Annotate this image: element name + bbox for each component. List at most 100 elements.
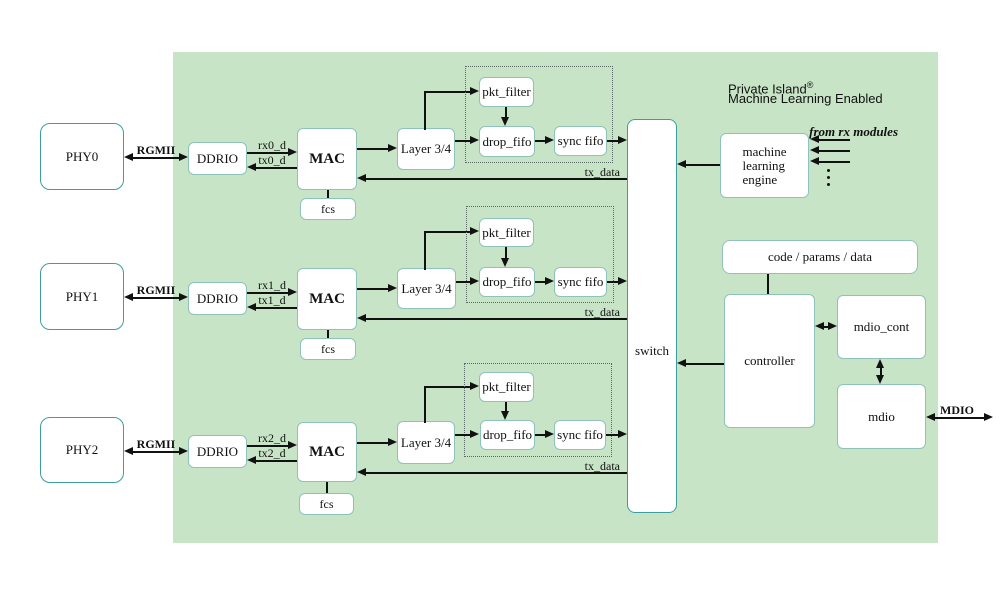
tx-data-label: tx1_d: [258, 293, 286, 307]
tx-line: [256, 167, 297, 169]
fcs-label: fcs: [319, 496, 334, 511]
drop-fifo-label: drop_fifo: [482, 427, 533, 442]
fcs-label: fcs: [321, 341, 335, 356]
rgmii-arrowhead-right: [179, 153, 188, 161]
mdiocont-mdio-arrowhead-up: [876, 359, 884, 368]
rx-line: [247, 292, 289, 294]
mac-layer-arrowhead: [388, 284, 397, 292]
rx-data-label: rx1_d: [258, 278, 286, 292]
layer-drop-line: [455, 434, 471, 436]
phy1-label: PHY1: [65, 288, 99, 304]
layer34-label: Layer 3/4: [400, 434, 452, 450]
tx-data-bus-label: tx_data: [584, 459, 620, 473]
sync-fifo-block: sync fifo: [554, 126, 607, 156]
layer-pktfilter-riser: [424, 231, 426, 270]
layer-pktfilter-arrowhead: [470, 382, 479, 390]
dot: [827, 176, 830, 179]
mac-block: MAC: [297, 422, 357, 482]
drop-sync-arrowhead: [545, 136, 554, 144]
drop-sync-arrowhead: [545, 277, 554, 285]
sync-switch-line: [607, 281, 619, 283]
tx-data-bus-label: tx_data: [584, 305, 620, 319]
phy2-label: PHY2: [65, 442, 99, 457]
sync-fifo-block: sync fifo: [554, 420, 606, 450]
mdio-block: mdio: [837, 384, 926, 449]
pkt-filter-block: pkt_filter: [479, 218, 534, 247]
txdata-arrowhead: [357, 314, 366, 322]
from-rx-modules-label: from rx modules: [809, 124, 898, 139]
drop-fifo-label: drop_fifo: [482, 133, 532, 149]
controller-mdiocont-shaft: [823, 326, 829, 328]
mdio-bus-arrowhead-left: [926, 413, 935, 421]
pkt-filter-block: pkt_filter: [479, 372, 534, 402]
code-params-data-block: code / params / data: [722, 240, 918, 274]
controller-switch-arrowhead: [677, 359, 686, 367]
mac-fcs-connector: [327, 190, 329, 198]
drop-fifo-label: drop_fifo: [482, 274, 532, 289]
machine-learning-engine-label: machine learning engine: [742, 143, 787, 187]
rgmii-arrow-shaft: [132, 297, 180, 299]
registered-mark: ®: [806, 80, 814, 90]
drop-sync-line: [535, 281, 546, 283]
mdiocont-mdio-arrowhead-down: [876, 375, 884, 384]
rx-module-arrowhead: [810, 135, 819, 143]
controller-mdiocont-arrowhead-left: [815, 322, 824, 330]
mdio-cont-block: mdio_cont: [837, 295, 926, 359]
pkt-drop-arrowhead: [501, 258, 509, 267]
pkt-filter-label: pkt_filter: [482, 224, 531, 240]
pkt-filter-label: pkt_filter: [482, 379, 531, 394]
switch-label: switch: [635, 343, 669, 358]
layer34-block: Layer 3/4: [397, 268, 456, 309]
ddrio-label: DDRIO: [196, 290, 239, 306]
tx-arrowhead: [247, 163, 256, 171]
rgmii-arrowhead-right: [179, 293, 188, 301]
txdata-arrowhead: [357, 468, 366, 476]
diagram-title: Private Island®: [728, 78, 813, 96]
rx-module-line: [819, 139, 850, 141]
filter-group-outline: [466, 206, 614, 303]
tx-arrowhead: [247, 456, 256, 464]
mdio-bus-shaft: [934, 417, 985, 419]
layer-pktfilter-arrowhead: [470, 87, 479, 95]
ml-switch-line: [686, 164, 720, 166]
rx-data-label: rx0_d: [258, 138, 286, 152]
phy0-block: PHY0: [40, 123, 124, 190]
ddrio-label: DDRIO: [196, 150, 239, 166]
rx-module-line: [819, 150, 850, 152]
controller-label: controller: [744, 353, 795, 368]
ddrio-block: DDRIO: [188, 282, 247, 315]
drop-sync-arrowhead: [545, 430, 554, 438]
rgmii-bus-label: RGMII: [136, 437, 176, 451]
ml-line-1: machine: [742, 143, 787, 159]
pkt-drop-connector: [505, 247, 507, 258]
layer-drop-arrowhead: [470, 430, 479, 438]
controller-switch-line: [686, 363, 724, 365]
rx-module-line: [819, 161, 850, 163]
txdata-line: [366, 318, 627, 320]
layer34-block: Layer 3/4: [397, 128, 455, 170]
mac-label: MAC: [309, 150, 345, 167]
rx-arrowhead: [288, 441, 297, 449]
rgmii-bus-label: RGMII: [136, 283, 176, 297]
fcs-label: fcs: [321, 201, 335, 216]
rx-module-arrowhead: [810, 157, 819, 165]
layer34-label: Layer 3/4: [401, 280, 452, 296]
ddrio-block: DDRIO: [188, 142, 247, 175]
sync-switch-arrowhead: [618, 430, 627, 438]
mac-block: MAC: [297, 268, 357, 330]
mac-layer-line: [357, 288, 389, 290]
filter-group-outline: [464, 363, 612, 457]
mac-layer-line: [357, 148, 389, 150]
mac-block: MAC: [297, 128, 357, 190]
tx-line: [256, 460, 297, 462]
sync-fifo-block: sync fifo: [554, 267, 607, 297]
pkt-filter-block: pkt_filter: [479, 77, 534, 107]
tx-data-label: tx0_d: [258, 153, 286, 167]
ellipsis-dots: [827, 169, 830, 190]
layer-drop-arrowhead: [470, 277, 479, 285]
layer-pktfilter-arrowhead: [470, 227, 479, 235]
code-params-data-label: code / params / data: [768, 249, 872, 264]
ml-line-2: learning: [742, 157, 786, 173]
sync-switch-arrowhead: [618, 277, 627, 285]
